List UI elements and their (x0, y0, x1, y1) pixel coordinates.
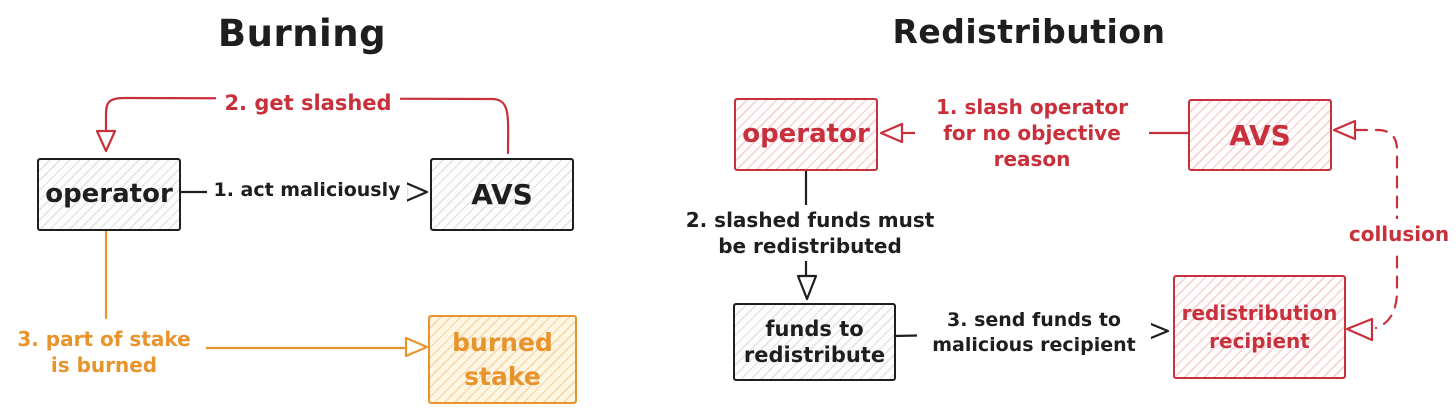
arrowhead-slash-operator (879, 122, 904, 144)
edge-collusion-line (1354, 128, 1399, 330)
arrowhead-collusion-recipient (1345, 317, 1374, 342)
slash-operator-label: 1. slash operator for no objective reaso… (915, 92, 1149, 174)
send-funds-label: 3. send funds to malicious recipient (917, 306, 1151, 360)
arrowhead-get-slashed (95, 129, 117, 153)
collusion-label: collusion (1342, 219, 1456, 249)
redistribution-title: Redistribution (892, 12, 1166, 51)
burning-avs-node: AVS (430, 158, 574, 231)
get-slashed-label: 2. get slashed (216, 88, 400, 120)
redistribution-avs-node: AVS (1188, 99, 1332, 171)
stake-burned-label: 3. part of stake is burned (2, 324, 206, 380)
arrowhead-collusion-avs (1332, 119, 1357, 141)
redistribution-operator-node: operator (734, 98, 878, 171)
edge-stake-burned (104, 226, 429, 358)
act-maliciously-label: 1. act maliciously (207, 176, 407, 205)
arrowhead-stake-burned (404, 336, 429, 358)
burning-title: Burning (217, 12, 387, 55)
burned-stake-node: burned stake (428, 315, 577, 404)
arrowhead-act-maliciously (404, 181, 429, 203)
arrowhead-redistribute-funds (796, 274, 818, 301)
funds-to-redistribute-node: funds to redistribute (733, 303, 896, 381)
redistribute-funds-label: 2. slashed funds must be redistributed (678, 205, 942, 261)
edge-collusion (1332, 119, 1399, 342)
burning-operator-node: operator (37, 158, 181, 231)
redistribution-recipient-node: redistribution recipient (1173, 275, 1346, 379)
